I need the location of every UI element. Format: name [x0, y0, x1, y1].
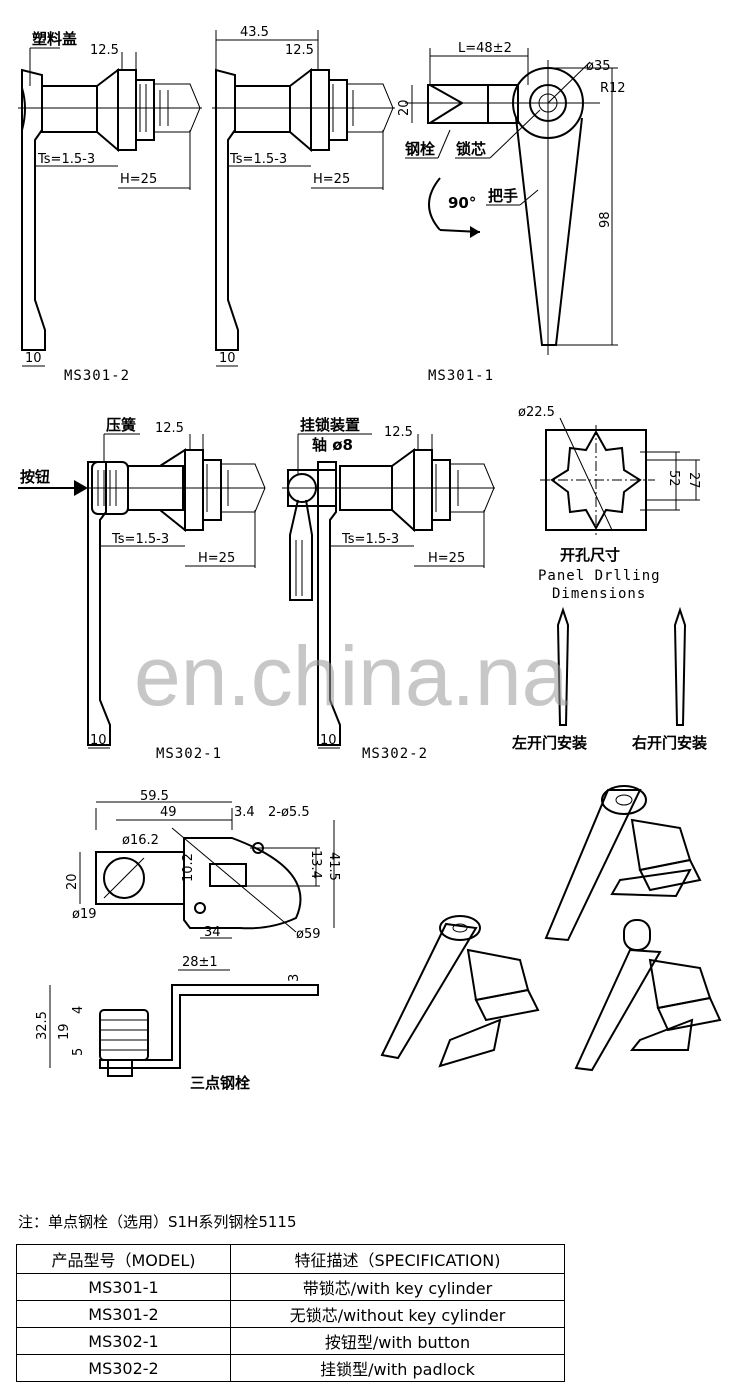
drawing-ms301-1: L=48±2 ø35 R12 20 98 钢栓 锁芯 90° 把手 MS301-… [397, 41, 626, 384]
dim-59-5: 59.5 [140, 789, 169, 804]
cell-spec: 无锁芯/without key cylinder [230, 1300, 565, 1328]
cell-model: MS302-2 [16, 1354, 231, 1382]
dim-dia59: ø59 [296, 927, 321, 942]
dim-28: 28±1 [182, 955, 218, 970]
dim-ts-d: Ts=1.5-3 [341, 532, 399, 547]
cell-spec: 按钮型/with button [230, 1327, 565, 1355]
bolt-label: 钢栓 [405, 140, 435, 158]
dim-12-5: 12.5 [90, 43, 119, 58]
cell-model: MS301-2 [16, 1300, 231, 1328]
model-ms302-1: MS302-1 [156, 746, 222, 762]
dim-l: L=48±2 [458, 41, 512, 56]
dim-41-5: 41.5 [326, 852, 341, 881]
dim-3-4: 3.4 [234, 805, 255, 820]
dim-20: 20 [397, 99, 412, 116]
dim-5: 5 [71, 1048, 86, 1056]
note-text: 注：单点钢栓（选用）S1H系列钢栓5115 [18, 1213, 297, 1231]
dim-ts-b: Ts=1.5-3 [229, 152, 287, 167]
dim-ts: Ts=1.5-3 [37, 152, 95, 167]
drawing-ms301-2-side: 43.5 12.5 Ts=1.5-3 H=25 10 [212, 25, 395, 367]
dim-10-d: 10 [320, 733, 337, 748]
padlock-label: 挂锁装置 [300, 416, 360, 434]
dim-10-b: 10 [219, 351, 236, 366]
table-row: MS302-1 按钮型/with button [16, 1327, 565, 1355]
cell-spec: 带锁芯/with key cylinder [230, 1273, 565, 1301]
panel-title-en1: Panel Drlling [538, 568, 661, 584]
dim-20-b: 20 [65, 873, 80, 890]
product-lock-right [574, 919, 722, 1072]
dim-12-5-b: 12.5 [285, 43, 314, 58]
table-header-row: 产品型号（MODEL) 特征描述（SPECIFICATION) [16, 1244, 565, 1274]
header-model: 产品型号（MODEL) [16, 1244, 231, 1274]
dim-h-d: H=25 [428, 551, 465, 566]
dim-h-b: H=25 [313, 172, 350, 187]
dim-12-5-c: 12.5 [155, 421, 184, 436]
drawing-ms301-2: 塑料盖 12.5 Ts=1.5-3 H=25 10 MS301-2 [18, 30, 202, 384]
table-row: MS301-1 带锁芯/with key cylinder [16, 1273, 565, 1301]
dim-52: 52 [666, 470, 681, 487]
header-spec: 特征描述（SPECIFICATION) [230, 1244, 565, 1274]
shaft-label: 轴 ø8 [312, 436, 353, 454]
three-point-title: 三点钢栓 [190, 1074, 250, 1092]
dim-13-4: 13.4 [308, 850, 323, 879]
dim-32-5: 32.5 [35, 1011, 50, 1040]
plastic-cover-label: 塑料盖 [32, 30, 77, 48]
dim-dia19: ø19 [72, 907, 97, 922]
table-row: MS302-2 挂锁型/with padlock [16, 1354, 565, 1382]
dim-49: 49 [160, 805, 177, 820]
spec-table: 产品型号（MODEL) 特征描述（SPECIFICATION) MS301-1 … [16, 1244, 565, 1382]
model-ms301-2: MS301-2 [64, 368, 130, 384]
core-label: 锁芯 [456, 140, 486, 158]
dim-dia22: ø22.5 [518, 405, 555, 420]
drawing-ms302-2: 挂锁装置 轴 ø8 12.5 Ts=1.5-3 H=25 10 MS302-2 [282, 416, 495, 762]
dim-holes: 2-ø5.5 [268, 805, 310, 820]
product-lock-left [380, 915, 540, 1068]
panel-title-en2: Dimensions [552, 586, 646, 602]
model-ms302-2: MS302-2 [362, 746, 428, 762]
dim-dia35: ø35 [586, 59, 611, 74]
dim-10-2: 10.2 [181, 853, 196, 882]
left-install: 左开门安装 [511, 734, 588, 752]
drawing-three-point: 59.5 49 3.4 2-ø5.5 ø16.2 10.2 20 ø19 34 … [35, 789, 341, 1092]
cell-spec: 挂锁型/with padlock [230, 1354, 565, 1382]
dim-98: 98 [598, 211, 613, 228]
dim-h-c: H=25 [198, 551, 235, 566]
dim-34: 34 [204, 925, 221, 940]
product-illustrations [380, 785, 722, 1072]
watermark: en.china.na [134, 629, 569, 723]
handle-label: 把手 [488, 187, 518, 205]
spring-label: 压簧 [106, 416, 136, 434]
cell-model: MS301-1 [16, 1273, 231, 1301]
dim-27: 27 [686, 472, 701, 489]
dim-12-5-d: 12.5 [384, 425, 413, 440]
dim-43-5: 43.5 [240, 25, 269, 40]
dim-3: 3 [287, 974, 302, 982]
panel-title-cn: 开孔尺寸 [560, 546, 620, 564]
model-ms301-1: MS301-1 [428, 368, 494, 384]
rotate-90: 90° [448, 194, 476, 212]
drawing-panel-drilling: ø22.5 52 27 开孔尺寸 Panel Drlling Dimension… [511, 405, 708, 752]
product-lock-top [544, 785, 702, 942]
dim-dia16: ø16.2 [122, 833, 159, 848]
dim-10: 10 [25, 351, 42, 366]
dim-19: 19 [57, 1023, 72, 1040]
cell-model: MS302-1 [16, 1327, 231, 1355]
right-install: 右开门安装 [632, 734, 708, 752]
dim-ts-c: Ts=1.5-3 [111, 532, 169, 547]
dim-r12: R12 [600, 81, 626, 96]
table-row: MS301-2 无锁芯/without key cylinder [16, 1300, 565, 1328]
dim-4: 4 [71, 1006, 86, 1014]
button-label: 按钮 [20, 468, 50, 486]
drawing-ms302-1: 按钮 压簧 12.5 Ts=1.5-3 H=25 10 MS302-1 [18, 416, 266, 762]
dim-h: H=25 [120, 172, 157, 187]
dim-10-c: 10 [90, 733, 107, 748]
